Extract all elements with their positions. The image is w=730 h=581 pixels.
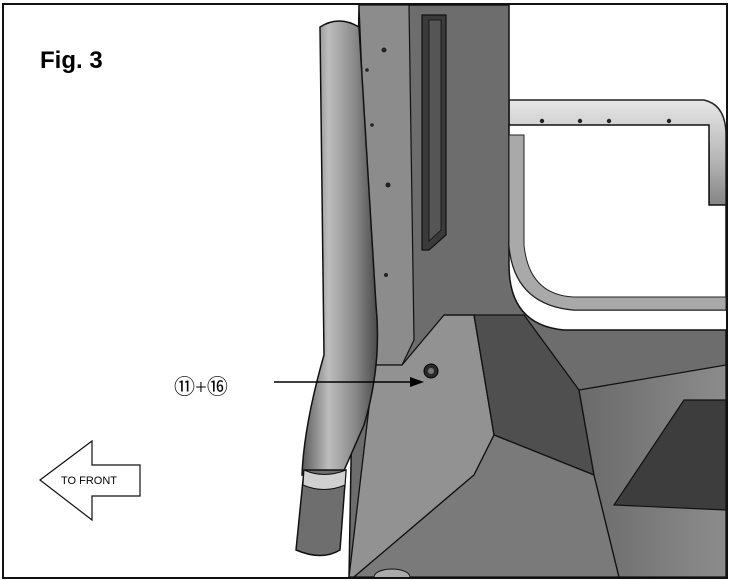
upright-tube	[295, 20, 379, 557]
to-front-label: TO FRONT	[61, 475, 118, 487]
to-front-arrow	[39, 439, 141, 522]
console-housing	[348, 5, 726, 577]
assembly-drawing	[39, 5, 726, 577]
figure-title: Fig. 3	[40, 47, 103, 74]
callout-arrowhead	[410, 377, 424, 387]
part-callout: ⑪+⑯	[174, 375, 228, 399]
figure-frame: Fig. 3 ⑪+⑯ TO FRONT	[2, 3, 728, 579]
